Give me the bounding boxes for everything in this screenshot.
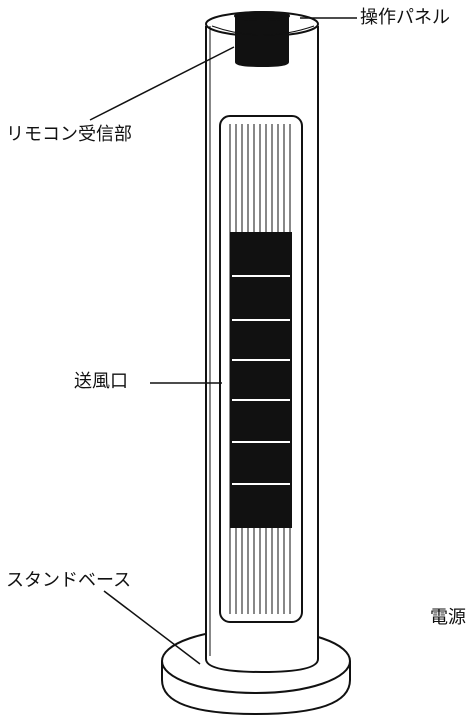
air-outlet-label: 送風口 <box>74 371 128 392</box>
control-panel <box>211 11 315 68</box>
stand-base-label: スタンドベース <box>6 570 132 591</box>
remote-receiver-label: リモコン受信部 <box>6 124 132 145</box>
power-label: 電源 <box>430 607 466 628</box>
leader-lines <box>89 17 357 665</box>
control-panel-label: 操作パネル <box>360 7 450 28</box>
air-outlet-grille <box>219 115 303 623</box>
